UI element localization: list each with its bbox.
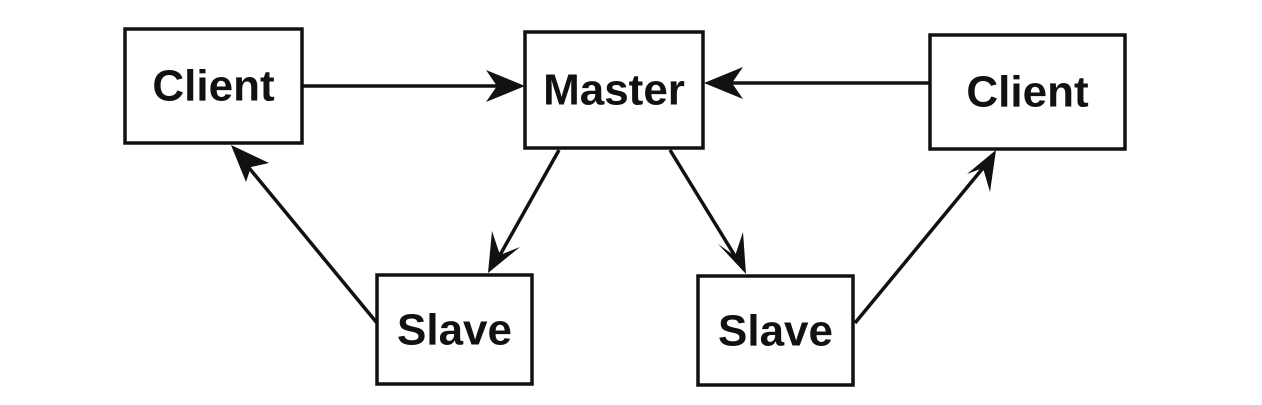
edge-slave-left-to-client-left — [243, 161, 379, 325]
node-client-left: Client — [123, 27, 304, 145]
client-right-label: Client — [966, 68, 1089, 117]
node-master: Master — [523, 30, 705, 150]
edge-slave-right-to-client-right — [853, 166, 985, 325]
master-box — [523, 30, 705, 150]
node-slave-right: Slave — [696, 274, 855, 387]
edge-master-to-slave-right — [668, 149, 737, 257]
arrowhead-client-right-to-master — [704, 67, 743, 99]
client-left-label: Client — [152, 62, 275, 111]
client-right-box — [928, 33, 1127, 151]
edge-master-to-slave-left — [498, 149, 561, 256]
edges — [231, 67, 996, 325]
slave-right-label: Slave — [718, 307, 833, 356]
arrowhead-slave-right-to-client-right — [967, 150, 996, 192]
client-left-box — [123, 27, 304, 145]
arrowhead-slave-left-to-client-left — [231, 145, 269, 182]
node-slave-left: Slave — [375, 273, 534, 386]
slave-left-label: Slave — [397, 306, 512, 355]
slave-right-box — [696, 274, 855, 387]
arrowhead-master-to-slave-left — [488, 231, 520, 273]
arrowhead-master-to-slave-right — [718, 232, 746, 274]
node-client-right: Client — [928, 33, 1127, 151]
arrowhead-client-left-to-master — [486, 70, 525, 102]
slave-left-box — [375, 273, 534, 386]
master-label: Master — [543, 66, 685, 115]
